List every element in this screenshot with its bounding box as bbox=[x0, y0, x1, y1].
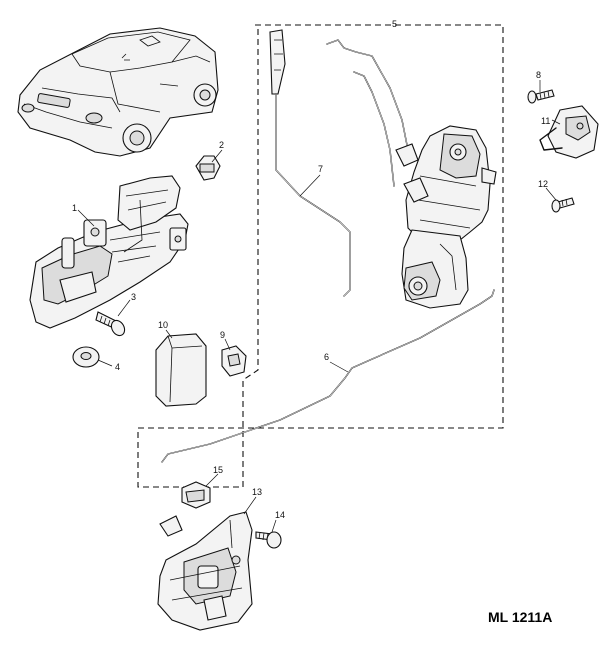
callout-14: 14 bbox=[275, 510, 285, 520]
callout-1: 1 bbox=[72, 203, 77, 213]
diagram-reference-code: ML 1211A bbox=[488, 609, 552, 625]
lever-rod bbox=[269, 29, 351, 297]
callout-15: 15 bbox=[213, 465, 223, 475]
callout-12: 12 bbox=[538, 179, 548, 189]
callout-4: 4 bbox=[115, 362, 120, 372]
callout-6: 6 bbox=[324, 352, 329, 362]
lock-cover bbox=[155, 333, 207, 407]
callout-11: 11 bbox=[541, 116, 550, 126]
small-clip bbox=[221, 345, 247, 377]
bottom-screw bbox=[255, 531, 282, 549]
washer bbox=[72, 346, 100, 368]
retaining-clip bbox=[195, 155, 221, 181]
callout-13: 13 bbox=[252, 487, 262, 497]
leader-lines bbox=[77, 80, 561, 533]
car-illustration bbox=[17, 27, 219, 157]
callout-labels: 1 2 3 4 5 6 7 8 9 10 11 12 13 14 15 bbox=[72, 19, 550, 520]
assembly-outline bbox=[137, 24, 504, 488]
interior-lock-mechanism bbox=[157, 511, 253, 631]
callout-8: 8 bbox=[536, 70, 541, 80]
striker-assembly bbox=[527, 89, 599, 213]
connecting-rod bbox=[161, 289, 495, 463]
callout-2: 2 bbox=[219, 140, 224, 150]
callout-9: 9 bbox=[220, 330, 225, 340]
bottom-clip bbox=[181, 481, 211, 509]
outer-door-handle bbox=[29, 175, 189, 329]
latch-rods bbox=[326, 39, 409, 187]
callout-5: 5 bbox=[392, 19, 397, 29]
door-latch-mechanism bbox=[395, 125, 497, 309]
callout-7: 7 bbox=[318, 164, 323, 174]
handle-screw bbox=[95, 311, 126, 337]
callout-3: 3 bbox=[131, 292, 136, 302]
callout-10: 10 bbox=[158, 320, 168, 330]
